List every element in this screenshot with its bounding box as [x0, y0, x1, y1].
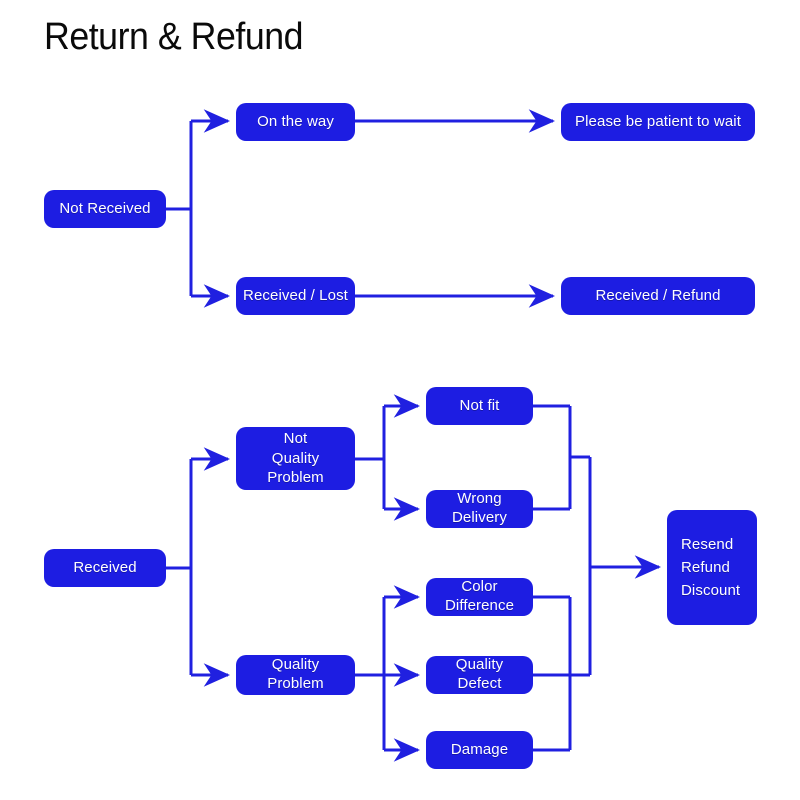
node-please-be-patient-to-wait-label: Please be patient to wait [575, 112, 741, 130]
node-not-quality-problem-label-line1: Not [283, 430, 308, 448]
node-not-fit[interactable]: Not fit [426, 387, 533, 425]
node-not-quality-problem-label-line2: Quality Problem [267, 449, 324, 487]
node-not-received[interactable]: Not Received [44, 190, 166, 228]
node-received[interactable]: Received [44, 549, 166, 587]
node-color-difference[interactable]: Color Difference [426, 578, 533, 616]
node-resend-label-line3: Discount [681, 582, 741, 600]
node-received-lost-label: Received / Lost [243, 286, 348, 304]
node-wrong-delivery-label: Wrong Delivery [452, 490, 507, 526]
node-quality-defect-label: Quality Defect [455, 656, 504, 692]
node-not-received-label: Not Received [59, 199, 151, 217]
node-resend-label-line2: Refund [681, 558, 730, 576]
node-received-label: Received [73, 558, 137, 576]
node-damage[interactable]: Damage [426, 731, 533, 769]
node-resend-label-line1: Resend [681, 535, 734, 553]
node-color-difference-label: Color Difference [444, 578, 515, 614]
node-quality-defect[interactable]: Quality Defect [426, 656, 533, 694]
node-on-the-way-label: On the way [257, 112, 334, 130]
node-quality-problem[interactable]: Quality Problem [236, 655, 355, 695]
node-damage-label: Damage [450, 740, 509, 758]
node-on-the-way[interactable]: On the way [236, 103, 355, 141]
page-title: Return & Refund [44, 16, 304, 58]
node-please-be-patient-to-wait[interactable]: Please be patient to wait [561, 103, 755, 141]
node-not-fit-label: Not fit [459, 396, 500, 414]
node-quality-problem-label: Quality Problem [267, 656, 324, 692]
node-received-refund-label: Received / Refund [595, 286, 721, 304]
node-received-refund[interactable]: Received / Refund [561, 277, 755, 315]
node-received-lost[interactable]: Received / Lost [236, 277, 355, 315]
node-resend-refund-discount[interactable]: Resend Refund Discount [667, 510, 757, 625]
node-wrong-delivery[interactable]: Wrong Delivery [426, 490, 533, 528]
node-not-quality-problem[interactable]: Not Quality Problem [236, 427, 355, 490]
